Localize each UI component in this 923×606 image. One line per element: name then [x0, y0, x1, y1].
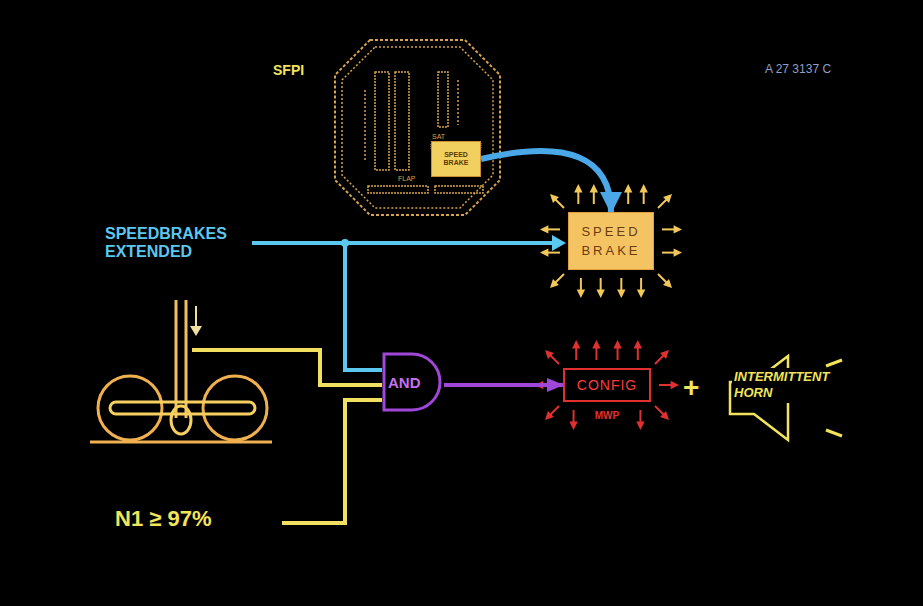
- ray-head: [550, 194, 559, 203]
- drawing-number: A 27 3137 C: [765, 62, 831, 76]
- connector: [481, 151, 611, 212]
- signal-name: N1 ≥ 97%: [115, 506, 211, 532]
- ray-head: [545, 411, 554, 420]
- ray-head: [590, 184, 598, 192]
- ray-head: [674, 225, 682, 233]
- ray-head: [663, 279, 672, 288]
- ray-head: [572, 340, 580, 348]
- sound-line: [826, 360, 842, 366]
- ray-head: [639, 184, 647, 192]
- sfpi-instrument: [335, 40, 500, 215]
- ray-head: [660, 350, 669, 359]
- signal-wires: [192, 235, 566, 523]
- node-label: SPEED BRAKE: [576, 222, 646, 261]
- ray-head: [569, 422, 577, 430]
- node-sublabel: MWP: [565, 410, 649, 421]
- ray-head: [671, 381, 679, 389]
- ray-head: [540, 248, 548, 256]
- warning-box: CONFIGMWP: [563, 368, 651, 402]
- ray-head: [545, 350, 554, 359]
- gate-shape: [384, 354, 440, 410]
- ray-head: [592, 340, 600, 348]
- scale-label: FLAP: [398, 175, 416, 182]
- connector: [444, 383, 563, 387]
- ray-head: [577, 290, 585, 298]
- ray-head: [636, 422, 644, 430]
- signal-name: SPEEDBRAKES EXTENDED: [105, 225, 255, 261]
- node-label: CONFIG: [577, 377, 637, 393]
- ray-head: [574, 184, 582, 192]
- node-label: SFPI: [273, 62, 304, 78]
- ray-head: [637, 290, 645, 298]
- scale-label: SAT: [432, 133, 445, 140]
- ray-head: [634, 340, 642, 348]
- annunciator-box: SPEED BRAKE: [568, 212, 654, 270]
- ray-head: [660, 411, 669, 420]
- horn-symbol: INTERMITTENT HORN: [728, 352, 846, 444]
- ray-head: [617, 290, 625, 298]
- landing-gear: [90, 300, 272, 442]
- ray-head: [663, 194, 672, 203]
- sound-line: [826, 430, 842, 436]
- node-label: SPEED BRAKE: [439, 151, 473, 166]
- indicator-box: SPEED BRAKE: [431, 141, 481, 177]
- ray-head: [624, 184, 632, 192]
- plus-sign: +: [683, 372, 699, 404]
- node-label: AND: [388, 374, 421, 391]
- ray-head: [540, 225, 548, 233]
- ray-head: [674, 248, 682, 256]
- instrument-panel: SFPISPEED BRAKE: [335, 40, 500, 215]
- node-label: INTERMITTENT HORN: [732, 368, 842, 403]
- ray-head: [596, 290, 604, 298]
- ray-head: [550, 279, 559, 288]
- and-gate: AND: [382, 352, 444, 412]
- ray-head: [613, 340, 621, 348]
